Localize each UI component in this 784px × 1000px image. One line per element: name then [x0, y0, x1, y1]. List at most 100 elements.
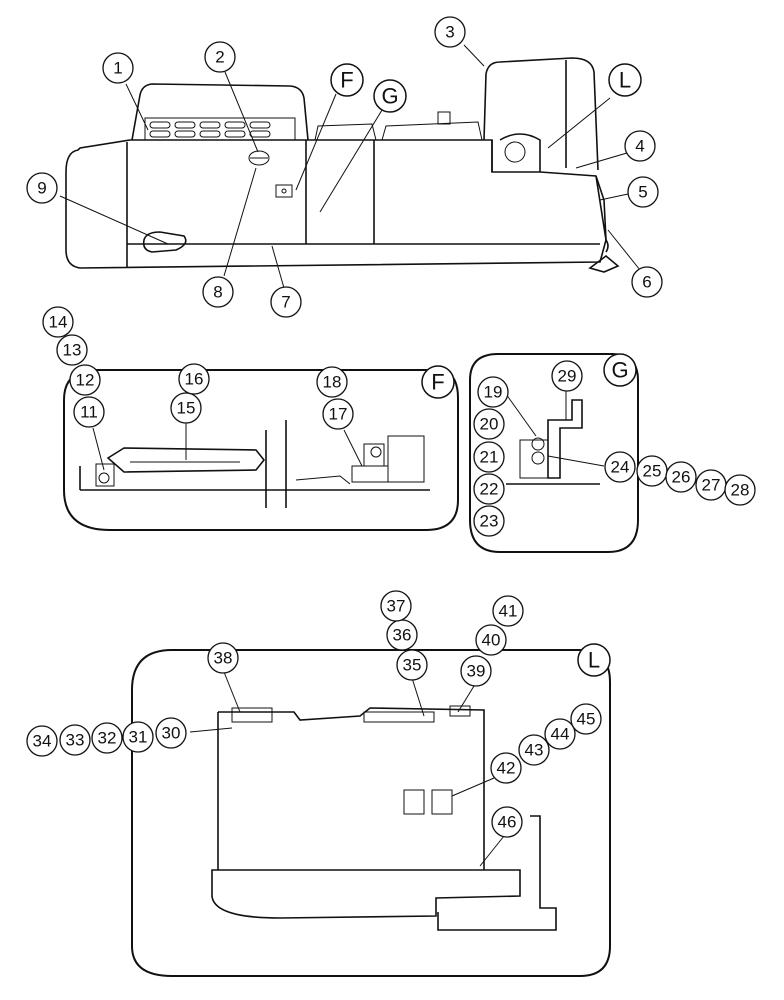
svg-text:34: 34	[33, 732, 52, 751]
svg-text:27: 27	[702, 476, 721, 495]
svg-text:45: 45	[577, 710, 596, 729]
callout-14: 14	[42, 306, 74, 338]
callout-37: 37	[380, 590, 412, 622]
svg-text:30: 30	[162, 724, 181, 743]
callout-20: 20	[473, 408, 505, 440]
callout-46: 46	[491, 806, 523, 838]
svg-text:13: 13	[63, 341, 82, 360]
svg-text:36: 36	[393, 626, 412, 645]
detail-g-label: G	[603, 353, 637, 387]
svg-text:41: 41	[499, 602, 518, 621]
svg-text:29: 29	[558, 367, 577, 386]
callout-44: 44	[544, 718, 576, 750]
svg-text:5: 5	[638, 183, 647, 202]
machine-side-view	[59, 44, 641, 289]
callout-2: 2	[204, 41, 236, 73]
svg-text:15: 15	[177, 399, 196, 418]
svg-text:17: 17	[329, 405, 348, 424]
svg-text:31: 31	[129, 728, 148, 747]
svg-text:28: 28	[731, 481, 750, 500]
svg-text:24: 24	[611, 458, 630, 477]
svg-text:16: 16	[185, 370, 204, 389]
callout-39: 39	[460, 655, 492, 687]
svg-text:G: G	[611, 358, 628, 383]
callout-5: 5	[627, 176, 659, 208]
svg-text:7: 7	[281, 293, 290, 312]
callout-4: 4	[624, 130, 656, 162]
svg-text:43: 43	[525, 741, 544, 760]
callout-38: 38	[207, 642, 239, 674]
callout-3: 3	[434, 16, 466, 48]
callout-28: 28	[724, 474, 756, 506]
svg-text:L: L	[588, 648, 600, 673]
svg-text:42: 42	[497, 759, 516, 778]
callout-19: 19	[477, 376, 509, 408]
callout-34: 34	[26, 725, 58, 757]
callout-11: 11	[73, 396, 105, 428]
svg-text:23: 23	[480, 512, 499, 531]
callout-18: 18	[316, 366, 348, 398]
detail-g-view	[469, 353, 639, 553]
svg-text:39: 39	[467, 662, 486, 681]
detail-l-view	[131, 649, 611, 977]
svg-text:9: 9	[37, 179, 46, 198]
svg-text:2: 2	[215, 48, 224, 67]
svg-text:25: 25	[643, 462, 662, 481]
callout-1: 1	[102, 52, 134, 84]
svg-text:F: F	[340, 68, 353, 93]
callout-32: 32	[91, 722, 123, 754]
callout-35: 35	[396, 649, 428, 681]
callout-30: 30	[155, 717, 187, 749]
svg-text:11: 11	[80, 403, 98, 422]
callout-26: 26	[665, 461, 697, 493]
svg-text:38: 38	[214, 649, 233, 668]
callout-15: 15	[170, 392, 202, 424]
view-label-l: L	[608, 63, 642, 97]
svg-text:46: 46	[498, 813, 517, 832]
svg-text:18: 18	[323, 373, 342, 392]
callout-41: 41	[492, 595, 524, 627]
callout-23: 23	[473, 505, 505, 537]
callout-12: 12	[69, 364, 101, 396]
callout-21: 21	[473, 441, 505, 473]
detail-f-view	[63, 369, 459, 531]
callout-13: 13	[56, 334, 88, 366]
svg-text:35: 35	[403, 656, 422, 675]
callout-33: 33	[59, 724, 91, 756]
detail-f-label: F	[421, 365, 455, 399]
callout-31: 31	[122, 721, 154, 753]
callout-8: 8	[202, 276, 234, 308]
svg-text:6: 6	[642, 273, 651, 292]
svg-text:26: 26	[672, 468, 691, 487]
callout-22: 22	[473, 473, 505, 505]
svg-text:1: 1	[113, 59, 122, 78]
svg-text:8: 8	[213, 283, 222, 302]
view-label-g: G	[373, 79, 407, 113]
callout-40: 40	[475, 624, 507, 656]
callout-43: 43	[518, 734, 550, 766]
svg-text:37: 37	[387, 597, 406, 616]
callout-6: 6	[631, 266, 663, 298]
callout-29: 29	[551, 360, 583, 392]
callout-45: 45	[570, 703, 602, 735]
svg-text:14: 14	[49, 313, 68, 332]
callout-16: 16	[178, 363, 210, 395]
svg-text:20: 20	[480, 415, 499, 434]
svg-text:32: 32	[98, 729, 117, 748]
svg-text:12: 12	[76, 371, 95, 390]
callout-9: 9	[26, 172, 58, 204]
svg-text:3: 3	[445, 23, 454, 42]
svg-text:33: 33	[66, 731, 85, 750]
svg-text:21: 21	[480, 448, 499, 467]
svg-text:L: L	[619, 68, 631, 93]
callout-27: 27	[695, 469, 727, 501]
svg-text:40: 40	[482, 631, 501, 650]
svg-text:44: 44	[551, 725, 570, 744]
callout-7: 7	[270, 286, 302, 318]
svg-text:G: G	[381, 84, 398, 109]
svg-text:19: 19	[484, 383, 503, 402]
svg-text:F: F	[431, 370, 444, 395]
callout-25: 25	[636, 455, 668, 487]
svg-text:4: 4	[635, 137, 644, 156]
